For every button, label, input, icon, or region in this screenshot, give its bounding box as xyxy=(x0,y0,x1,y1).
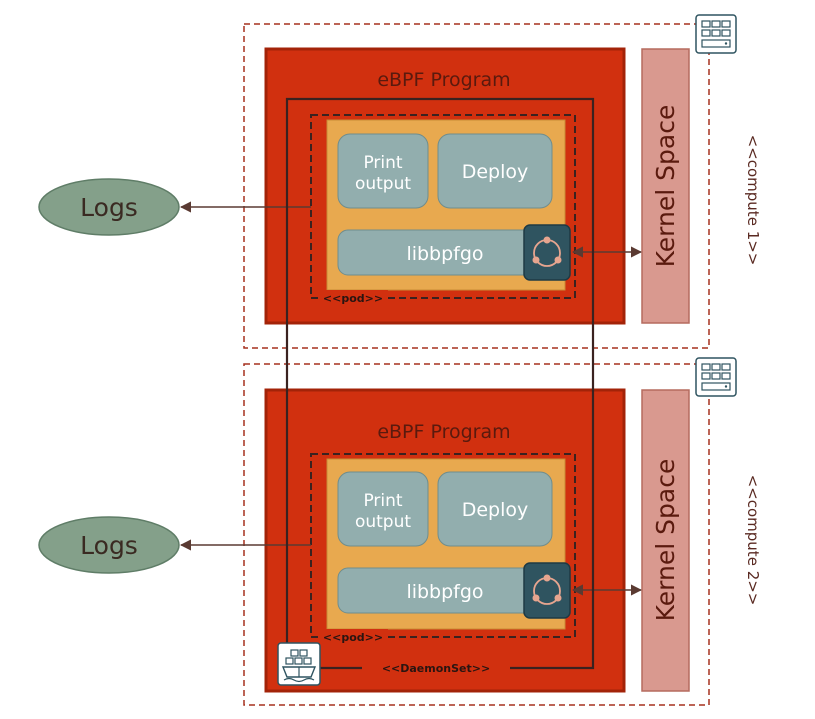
print-output-line1: Print xyxy=(363,153,402,173)
daemonset-frame: <<DaemonSet>> xyxy=(277,97,595,686)
ebpf-program-title: eBPF Program xyxy=(377,69,510,91)
pod-label: <<pod>> xyxy=(323,292,383,305)
compute-label: <<compute 2>> xyxy=(744,475,762,606)
print-output-box xyxy=(337,471,429,547)
kernel-space-box xyxy=(641,48,690,324)
print-output-line2: output xyxy=(355,512,411,532)
pod-boundary xyxy=(310,114,576,299)
hub-network-icon xyxy=(523,224,571,281)
compute-node-1: eBPF Program Print output Deploy libbpfg… xyxy=(38,14,762,349)
ship-container-icon xyxy=(277,642,321,686)
hub-network-icon xyxy=(523,562,571,619)
compute-boundary xyxy=(243,363,710,706)
deploy-label: Deploy xyxy=(462,499,529,521)
libbpfgo-label: libbpfgo xyxy=(406,581,483,603)
print-output-box xyxy=(337,133,429,209)
print-output-line2: output xyxy=(355,174,411,194)
logs-label: Logs xyxy=(80,193,138,222)
logs-ellipse xyxy=(38,178,180,236)
compute-node-2: eBPF Program Print output Deploy libbpfg… xyxy=(38,357,762,706)
server-rack-icon xyxy=(695,14,737,54)
libbpfgo-label: libbpfgo xyxy=(406,243,483,265)
compute-label: <<compute 1>> xyxy=(744,135,762,266)
logs-label: Logs xyxy=(80,531,138,560)
pod-boundary xyxy=(310,453,576,638)
server-rack-icon xyxy=(695,357,737,397)
deploy-label: Deploy xyxy=(462,161,529,183)
print-output-line1: Print xyxy=(363,491,402,511)
compute-boundary xyxy=(243,23,710,349)
pod-label: <<pod>> xyxy=(323,631,383,644)
ebpf-program-title: eBPF Program xyxy=(377,421,510,443)
kernel-space-label: Kernel Space xyxy=(651,459,680,622)
logs-ellipse xyxy=(38,516,180,574)
kernel-space-label: Kernel Space xyxy=(651,105,680,268)
daemonset-label: <<DaemonSet>> xyxy=(382,662,490,675)
deploy-box xyxy=(437,133,553,209)
kernel-space-box xyxy=(641,389,690,692)
deploy-box xyxy=(437,471,553,547)
